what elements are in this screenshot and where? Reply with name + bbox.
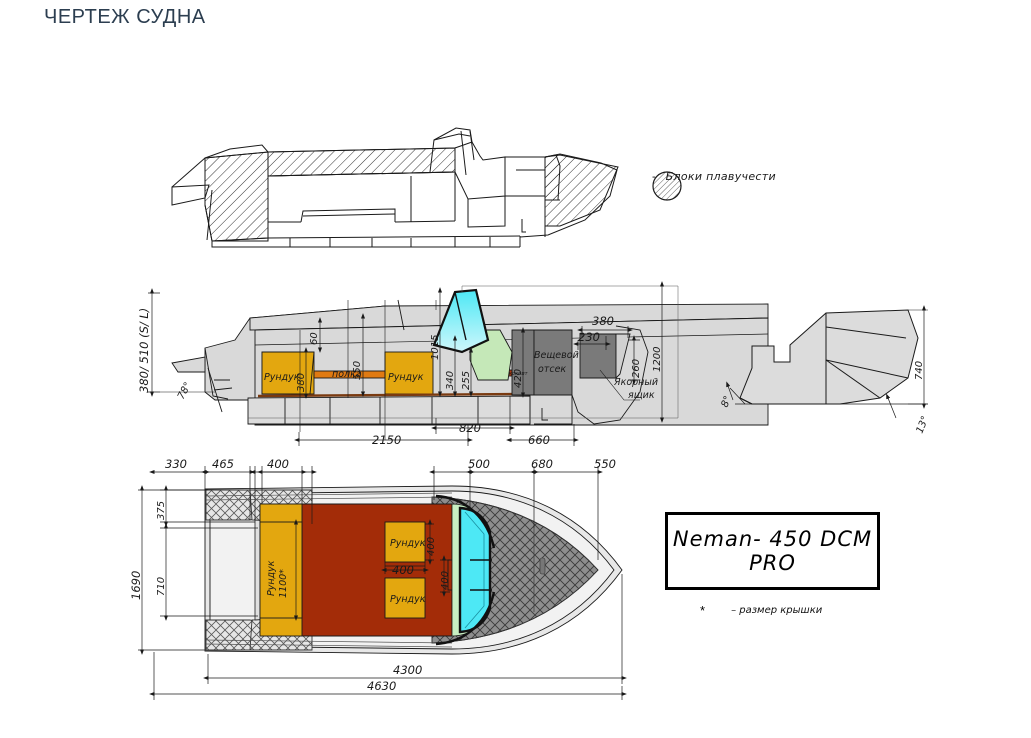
side-elevation-dimensions bbox=[148, 281, 665, 446]
dim-plan-680: 680 bbox=[531, 457, 553, 471]
label-anchor-line1: Якорный bbox=[613, 377, 658, 388]
dim-seat-gap-400: 400 bbox=[440, 571, 451, 590]
label-locker-mid: Рундук bbox=[388, 372, 424, 383]
label-locker-port: Рундук bbox=[390, 538, 426, 549]
hatched-circle-icon bbox=[652, 171, 682, 201]
label-shelf: полка bbox=[332, 369, 362, 380]
model-name-line1: Neman- 450 DCM bbox=[672, 526, 873, 551]
legend-dash: - bbox=[652, 170, 656, 183]
dim-transom-height: 380/ 510 (S/ L) bbox=[137, 308, 151, 393]
label-locker-long-size: 1100* bbox=[278, 569, 289, 598]
label-anchor-line2: ящик bbox=[628, 390, 655, 401]
model-nameplate: Neman- 450 DCM PRO bbox=[665, 512, 880, 590]
dim-locker-380: 380 bbox=[296, 373, 307, 392]
dim-overall-height-1200: 1200 bbox=[652, 347, 663, 372]
dim-anchor-260: 260 bbox=[631, 359, 642, 378]
dim-plan-550: 550 bbox=[594, 457, 616, 471]
dim-plan-400: 400 bbox=[267, 457, 289, 471]
label-locker-long: Рундук bbox=[266, 560, 277, 596]
legend-label: Блоки плавучести bbox=[665, 170, 776, 183]
dim-cockpit-2150: 2150 bbox=[372, 433, 401, 447]
dim-plan-375: 375 bbox=[156, 501, 167, 520]
dim-anchor-230: 230 bbox=[578, 330, 600, 344]
dim-hull-4300: 4300 bbox=[393, 663, 422, 677]
dim-windshield-1015: 1015 bbox=[430, 335, 441, 360]
dim-deadrise-13: 13° bbox=[915, 415, 932, 436]
dim-coaming-60: 60 bbox=[309, 332, 320, 345]
label-locker-starboard: Рундук bbox=[390, 594, 426, 605]
dim-plan-330: 330 bbox=[165, 457, 187, 471]
legend: - Блоки плавучести bbox=[652, 170, 776, 183]
dim-transom-angle: 78° bbox=[176, 381, 194, 402]
dim-seat-255: 255 bbox=[461, 371, 472, 390]
dim-bow-660: 660 bbox=[528, 433, 550, 447]
footnote-text: – размер крышки bbox=[731, 605, 823, 616]
page-title: ЧЕРТЕЖ СУДНА bbox=[44, 6, 206, 28]
dim-overall-4630: 4630 bbox=[367, 679, 396, 693]
dim-plan-465: 465 bbox=[212, 457, 234, 471]
dim-anchor-380: 380 bbox=[592, 314, 614, 328]
dim-plan-710: 710 bbox=[156, 577, 167, 596]
dim-console-820: 820 bbox=[459, 421, 481, 435]
profile-section-view bbox=[171, 127, 619, 248]
cross-section-view bbox=[726, 305, 928, 419]
dim-storage-420: 420 bbox=[513, 369, 524, 388]
footnote-marker: * bbox=[700, 603, 706, 618]
dim-seat-340: 340 bbox=[445, 371, 456, 390]
side-elevation-text: 380/ 510 (S/ L) 78° 60 380 550 1015 340 … bbox=[137, 308, 663, 447]
label-storage-line2: отсек bbox=[538, 364, 566, 375]
dim-section-740: 740 bbox=[914, 361, 925, 380]
dim-freeboard-550: 550 bbox=[352, 361, 363, 380]
label-locker-aft: Рундук bbox=[264, 372, 300, 383]
dim-locker-w-400: 400 bbox=[392, 563, 414, 577]
label-storage-line1: Вещевой bbox=[534, 350, 579, 361]
dim-deadrise-8: 8° bbox=[720, 394, 734, 409]
plan-view-dimensions bbox=[138, 466, 627, 700]
dim-plan-beam-1690: 1690 bbox=[129, 571, 143, 600]
plan-view-text: 330 465 400 500 680 550 375 710 1690 Рун… bbox=[129, 457, 616, 693]
dim-plan-500: 500 bbox=[468, 457, 490, 471]
legend-symbol-group bbox=[652, 171, 682, 201]
model-name-line2: PRO bbox=[749, 551, 796, 575]
label-cockpit-strip: кокпит bbox=[509, 371, 529, 377]
dim-locker-h-400: 400 bbox=[426, 537, 437, 556]
side-elevation-view bbox=[171, 285, 769, 440]
nameplate-footnote: * – размер крышки bbox=[700, 603, 822, 618]
